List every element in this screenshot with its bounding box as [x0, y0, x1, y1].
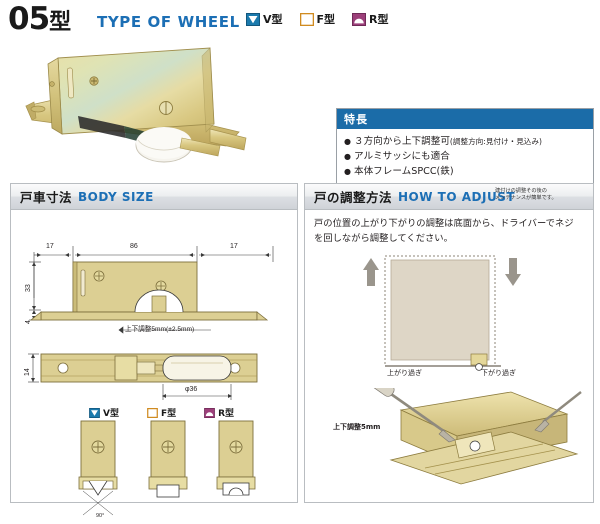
bullet-icon: ● [344, 152, 351, 161]
wheel-end-views [78, 420, 256, 516]
page-header: 05型 TYPE OF WHEEL V型 F型 [0, 0, 600, 42]
wheel-type-v: V型 [246, 11, 283, 27]
body-size-title-jp: 戸車寸法 [20, 190, 73, 205]
feature-item: ●３方向から上下調整可(調整方向:見付け・見込み) [344, 134, 587, 149]
label-adjust-amount: 上下調整5mm [333, 423, 381, 431]
body-size-panel-header: 戸車寸法 BODY SIZE [11, 184, 297, 210]
body-size-panel: 戸車寸法 BODY SIZE [10, 183, 298, 519]
dim-adjust-note: 上下調整5mm(±2.5mm) [125, 326, 195, 333]
wheel-type-legend: V型 F型 R型 [246, 11, 389, 27]
variant-legend: V型 F型 [89, 406, 234, 419]
product-photo [14, 46, 284, 168]
wheel-type-f-label: F型 [316, 13, 336, 26]
wheel-type-r: R型 [352, 11, 389, 27]
bullet-icon: ● [344, 167, 351, 176]
variant-f: F型 [147, 406, 176, 419]
screwdriver-icon [534, 391, 582, 433]
variant-r-label: R型 [218, 409, 235, 419]
feature-item: ●本体フレームSPCC(鉄) [344, 164, 587, 179]
dim-height: 33 [25, 284, 32, 292]
screwdriver-illustration [369, 388, 582, 485]
adjust-title-en: HOW TO ADJUST [398, 189, 516, 204]
feature-text: ３方向から上下調整可 [353, 136, 450, 147]
dim-wheel-diameter: φ36 [185, 386, 198, 393]
type-of-wheel-label: TYPE OF WHEEL [97, 13, 240, 31]
model-number-suffix: 型 [49, 10, 72, 35]
front-elevation-drawing [28, 246, 274, 400]
feature-item: ●アルミサッシにも適合 [344, 149, 587, 164]
dim-top-center: 86 [130, 243, 138, 250]
dim-side-height: 14 [24, 368, 31, 376]
dim-top-right: 17 [230, 243, 238, 250]
wheel-type-v-label: V型 [263, 13, 283, 26]
features-box: 特長 ●３方向から上下調整可(調整方向:見付け・見込み) ●アルミサッシにも適合… [336, 108, 594, 185]
dim-base: 4 [25, 320, 32, 324]
adjust-panel-content: 戸の位置の上がり下がりの調整は底面から、ドライバーでネジを回しながら調整してくだ… [305, 210, 593, 501]
variant-v-label: V型 [103, 409, 119, 419]
adjust-body-text: 戸の位置の上がり下がりの調整は底面から、ドライバーでネジを回しながら調整してくだ… [314, 218, 574, 244]
end-view-v [78, 420, 118, 516]
feature-text: 本体フレームSPCC(鉄) [353, 166, 454, 177]
adjust-panel: 戸の調整方法 HOW TO ADJUST 建付けの調整その後の メンテナンスが簡… [304, 183, 594, 503]
end-view-r [216, 420, 256, 496]
features-title: 特長 [337, 109, 593, 129]
arrow-up-icon [363, 258, 379, 286]
variant-f-label: F型 [160, 409, 177, 419]
wheel-v-icon [246, 12, 260, 26]
feature-text: アルミサッシにも適合 [353, 151, 450, 162]
adjust-note: 建付けの調整その後の メンテナンスが簡単です。 [495, 188, 557, 201]
wheel-r-icon [204, 407, 216, 418]
wheel-r-icon [352, 12, 367, 26]
body-size-title-en: BODY SIZE [78, 189, 154, 204]
wheel-v-icon [89, 407, 100, 418]
adjust-panel-header: 戸の調整方法 HOW TO ADJUST 建付けの調整その後の メンテナンスが簡… [305, 184, 593, 210]
label-too-high: 上がり過ぎ [387, 369, 422, 377]
variant-v: V型 [89, 406, 119, 419]
wheel-type-r-label: R型 [369, 13, 389, 26]
door-adjust-diagram [363, 255, 521, 371]
arrow-down-icon [505, 258, 521, 286]
adjust-title-jp: 戸の調整方法 [314, 190, 393, 205]
wheel-f-icon [147, 407, 158, 418]
variant-r: R型 [204, 406, 234, 419]
dim-angle: 90° [96, 513, 105, 519]
feature-subtext: (調整方向:見付け・見込み) [449, 137, 542, 146]
wheel-type-f: F型 [299, 11, 336, 27]
body-size-drawings: 17 86 17 33 4 上下調整5mm(±2.5mm) 14 φ36 V型 [11, 210, 297, 519]
wheel-f-icon [299, 12, 314, 26]
label-too-low: 下がり過ぎ [481, 369, 516, 377]
end-view-f [148, 420, 188, 498]
features-list: ●３方向から上下調整可(調整方向:見付け・見込み) ●アルミサッシにも適合 ●本… [337, 129, 593, 184]
model-number: 05型 [8, 2, 71, 40]
bullet-icon: ● [344, 137, 351, 146]
screwdriver-icon [369, 388, 456, 443]
dim-top-left: 17 [46, 243, 54, 250]
model-number-value: 05 [8, 1, 50, 37]
